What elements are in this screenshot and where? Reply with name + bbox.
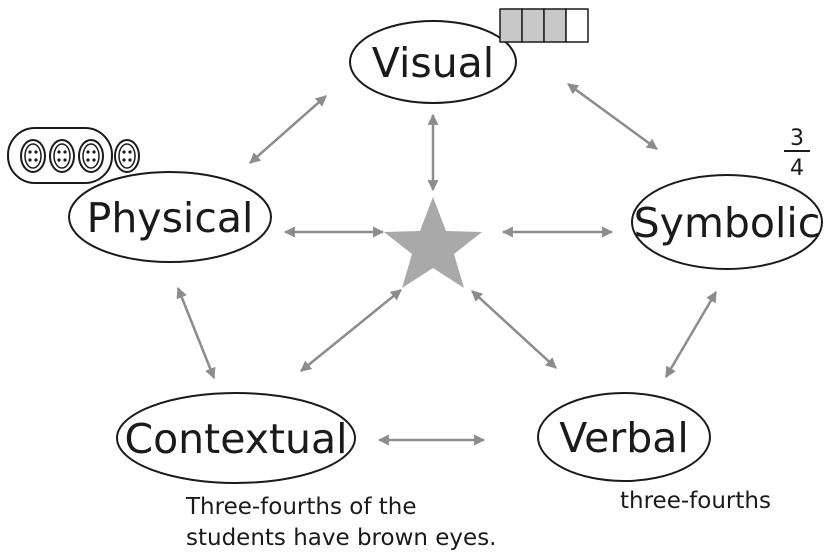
center-star [384,197,482,288]
button-icon [78,139,104,173]
button-icon [114,139,140,173]
arrow-star-verbal [471,290,557,369]
fraction-numerator: 3 [790,126,804,151]
contextual-caption: Three-fourths of the students have brown… [186,492,606,554]
node-symbolic-ellipse [631,174,823,270]
node-visual-ellipse [349,20,517,104]
verbal-caption: three-fourths [620,488,771,514]
arrows [176,82,718,446]
fraction-bar-part [565,8,589,43]
arrow-visual-symbolic [567,82,658,151]
node-symbolic-label: Symbolic [634,199,821,247]
button-icon [49,139,75,173]
node-visual: Visual [349,20,517,104]
arrow-symbolic-verbal [664,291,718,378]
node-physical: Physical [68,171,272,263]
fraction-bar-part [521,8,545,43]
fraction-bar-part [499,8,523,43]
node-symbolic: Symbolic [631,174,823,270]
fraction-bar-part [543,8,567,43]
node-physical-label: Physical [87,194,254,242]
arrow-star-contextual [300,289,402,372]
physical-buttons-model [7,127,140,184]
button-tray [7,127,113,184]
visual-fraction-bar [499,8,589,43]
node-verbal-ellipse [537,392,711,482]
symbolic-fraction: 3 4 [784,126,810,181]
button-icon [20,139,46,173]
fraction-denominator: 4 [790,156,804,181]
node-verbal-label: Verbal [559,414,689,462]
contextual-caption-line-2: students have brown eyes. [186,525,497,551]
contextual-caption-line-1: Three-fourths of the [186,494,417,520]
node-physical-ellipse [68,171,272,263]
node-contextual-ellipse [116,392,356,484]
node-visual-label: Visual [372,39,494,87]
node-contextual: Contextual [116,392,356,484]
node-contextual-label: Contextual [124,415,347,463]
arrow-physical-contextual [176,286,216,380]
node-verbal: Verbal [537,392,711,482]
arrow-visual-physical [249,95,327,164]
